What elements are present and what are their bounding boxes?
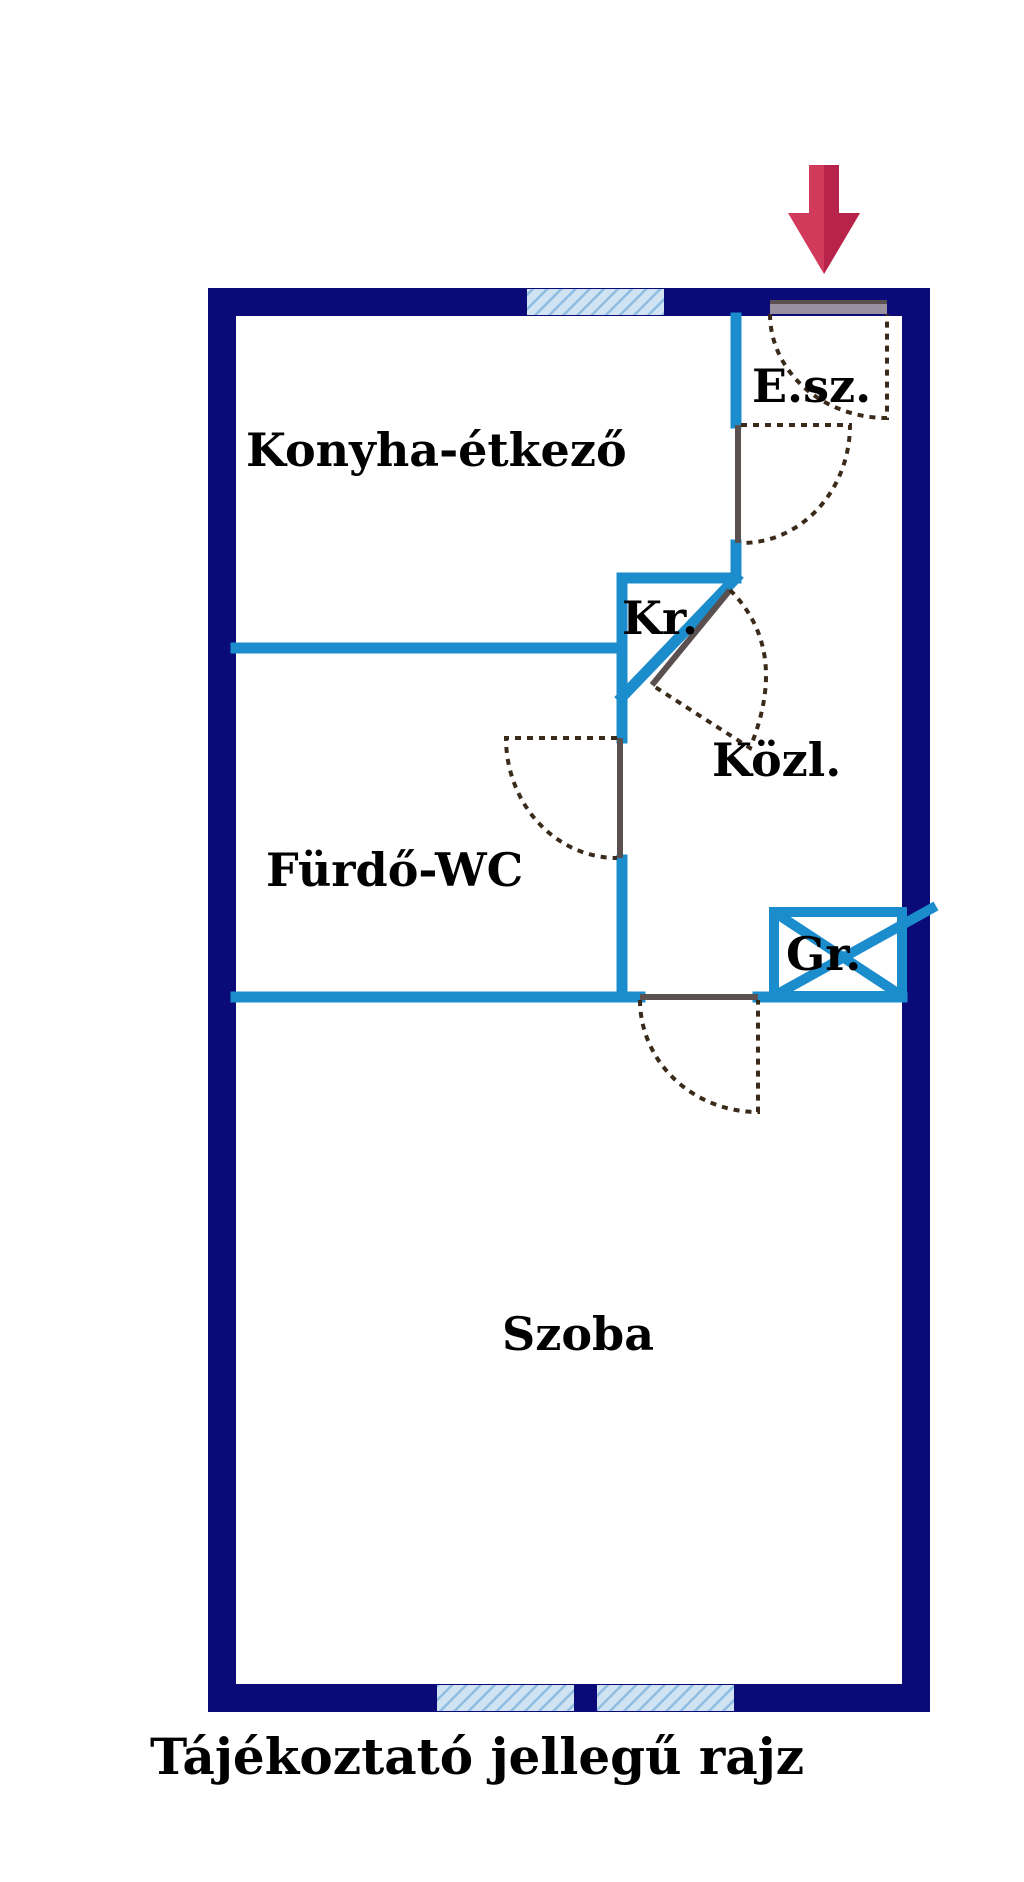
- pantry-door: [649, 588, 768, 751]
- room-label-pantry: Kr.: [622, 591, 698, 645]
- room-label-room: Szoba: [502, 1307, 654, 1361]
- entrance-door: [768, 300, 889, 421]
- room-label-kitchen: Konyha-étkező: [246, 423, 627, 477]
- entrance-arrow-icon: [788, 165, 860, 274]
- bathroom-door: [503, 736, 623, 860]
- kitchen-door: [735, 423, 853, 546]
- window-kitchen: [527, 289, 664, 315]
- window-room-right: [597, 1685, 734, 1711]
- window-room-left: [437, 1685, 574, 1711]
- room-label-entry: E.sz.: [752, 359, 871, 413]
- room-label-bathroom: Fürdő-WC: [266, 843, 523, 897]
- shaft-cross-icon: [769, 901, 939, 1001]
- room-label-shaft: Gr.: [786, 927, 861, 981]
- room-label-hallway: Közl.: [712, 733, 841, 787]
- room-door: [638, 994, 760, 1115]
- disclaimer-caption: Tájékoztató jellegű rajz: [150, 1727, 804, 1786]
